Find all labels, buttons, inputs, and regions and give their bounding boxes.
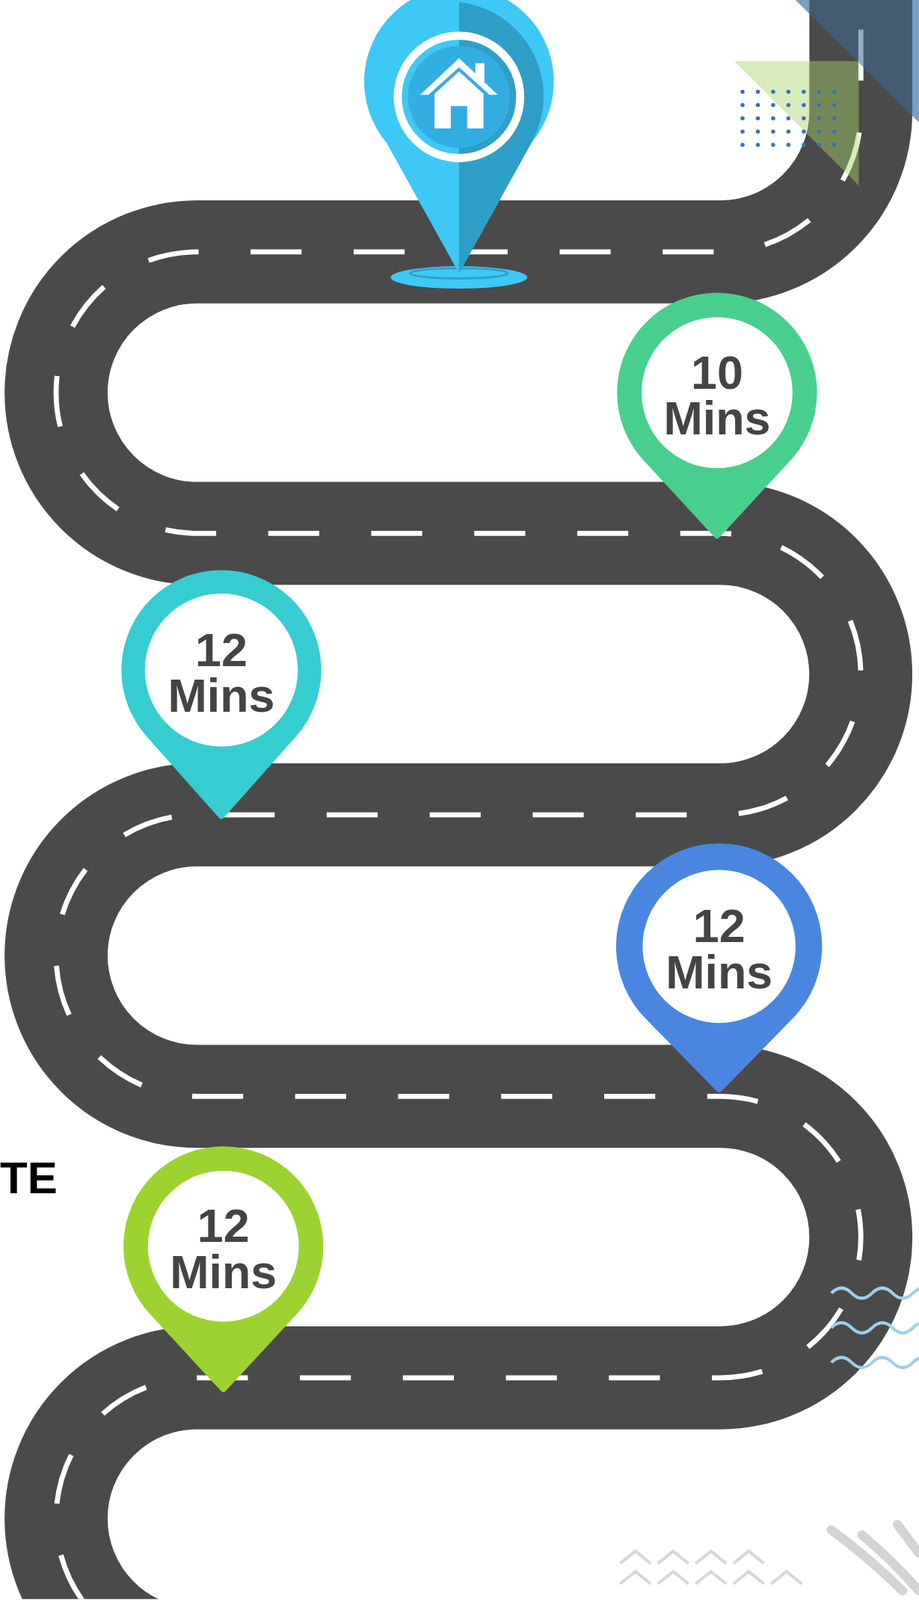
location-pin: 12 Mins [126, 1149, 321, 1390]
pin-body [126, 1149, 321, 1390]
pin-body [619, 296, 814, 537]
travel-time: 12 Mins [665, 903, 773, 996]
pin-face [641, 317, 793, 469]
home-disc [408, 45, 510, 148]
pin-body [619, 846, 819, 1090]
pin-text-box: 12 Mins [169, 1203, 277, 1296]
pin-text-box: 12 Mins [665, 903, 773, 996]
house-icon [420, 58, 499, 129]
pin-face [148, 1170, 300, 1323]
travel-time: 12 Mins [168, 627, 276, 720]
road [56, 0, 861, 1600]
location-pin: 10 Mins [619, 296, 814, 537]
travel-time: 12 Mins [169, 1203, 277, 1296]
travel-time: 10 Mins [663, 349, 771, 442]
home-ring [397, 35, 521, 159]
pin-body [124, 573, 318, 817]
chevrons [619, 1551, 802, 1585]
pin-text-box: 12 Mins [168, 627, 276, 720]
location-pin: 12 Mins [619, 846, 819, 1090]
road-dashes [56, 0, 861, 1600]
wave-lines [831, 1288, 919, 1368]
location-pin: 12 Mins [124, 573, 318, 817]
home-pin [364, 0, 555, 274]
pin-face [145, 593, 299, 748]
pin-text-box: 10 Mins [663, 349, 771, 442]
cut-off-heading: TE [0, 1152, 58, 1204]
scribble [831, 1524, 919, 1592]
decor-triangle [734, 61, 859, 186]
dot-grid [740, 89, 836, 147]
pin-face [642, 870, 796, 1024]
